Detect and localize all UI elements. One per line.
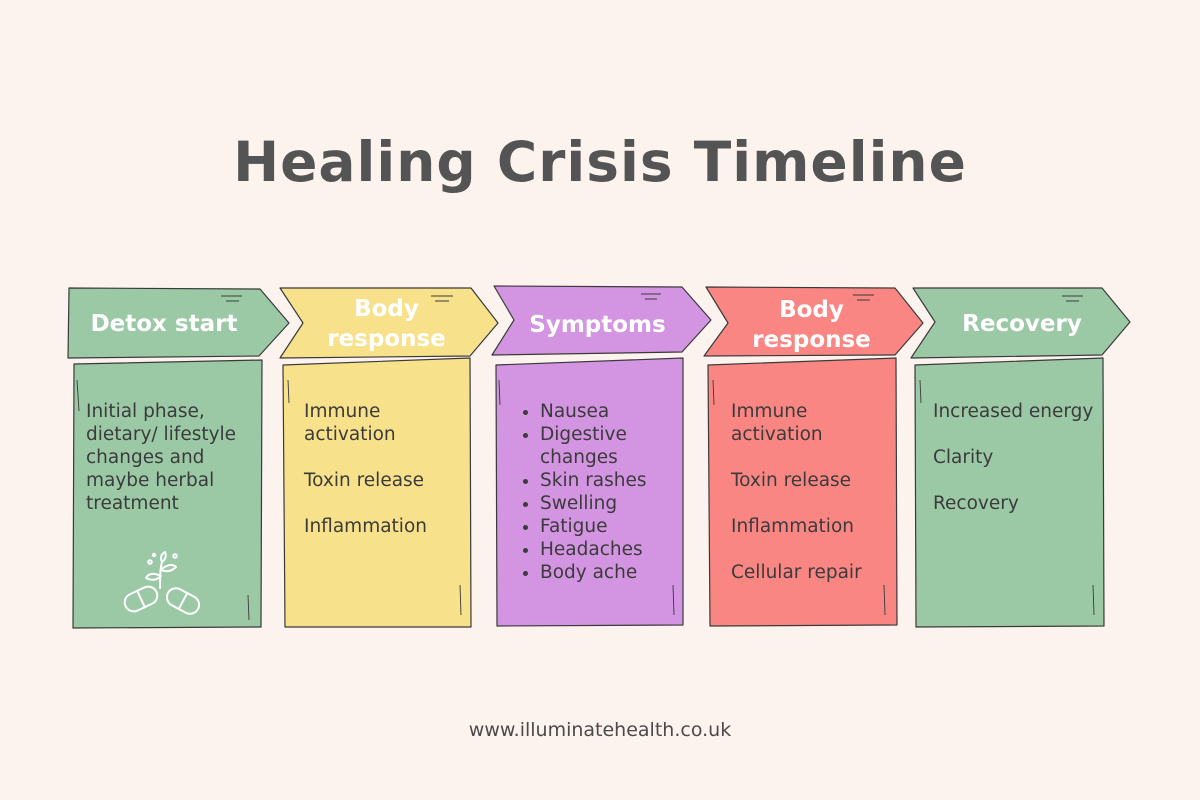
step-heading: Symptoms — [529, 312, 666, 338]
symptom-item: Nausea — [540, 400, 684, 423]
website-url: www.illuminatehealth.co.uk — [468, 719, 732, 741]
step-description: Increased energy Clarity Recovery — [933, 400, 1103, 538]
symptom-item: Fatigue — [540, 515, 684, 538]
symptom-item: Skin rashes — [540, 469, 684, 492]
step-text: Initial phase, dietary/ lifestyle change… — [86, 401, 237, 514]
step-heading: Body response — [327, 296, 446, 352]
capsules-with-leaves-icon — [123, 551, 201, 615]
symptom-item: Digestive changes — [540, 423, 684, 469]
step-item: Immune activation — [731, 401, 823, 445]
step-description: Immune activation Toxin release Inflamma… — [304, 400, 469, 561]
page-title: Healing Crisis Timeline — [233, 130, 967, 194]
step-shape — [910, 287, 1131, 628]
step-description: Immune activation Toxin release Inflamma… — [731, 400, 896, 607]
step-heading: Body response — [752, 297, 871, 353]
step-shape — [67, 287, 290, 629]
timeline-step-symptoms: Symptoms Nausea Digestive changes Skin r… — [490, 285, 718, 630]
step-item: Clarity — [933, 447, 994, 468]
step-item: Inflammation — [731, 516, 854, 537]
step-item: Inflammation — [304, 516, 427, 537]
step-item: Increased energy — [933, 401, 1094, 422]
symptom-item: Body ache — [540, 561, 684, 584]
step-item: Toxin release — [304, 470, 425, 491]
step-item: Recovery — [933, 493, 1019, 514]
step-description: Initial phase, dietary/ lifestyle change… — [86, 400, 256, 538]
timeline-step-body-response-2: Body response Immune activation Toxin re… — [703, 285, 931, 630]
symptom-item: Swelling — [540, 492, 684, 515]
timeline-step-recovery: Recovery Increased energy Clarity Recove… — [910, 285, 1138, 630]
timeline-step-detox-start: Detox start Initial phase, dietary/ life… — [66, 285, 294, 630]
step-item: Cellular repair — [731, 562, 862, 583]
step-shape — [703, 286, 924, 627]
step-item: Toxin release — [731, 470, 852, 491]
timeline-step-body-response-1: Body response Immune activation Toxin re… — [277, 285, 505, 630]
symptom-list: Nausea Digestive changes Skin rashes Swe… — [519, 400, 684, 584]
step-shape — [491, 285, 712, 627]
step-shape — [279, 287, 499, 628]
step-heading: Detox start — [90, 311, 238, 337]
step-heading: Recovery — [962, 311, 1082, 337]
step-description: Nausea Digestive changes Skin rashes Swe… — [519, 400, 684, 584]
step-item: Immune activation — [304, 401, 396, 445]
symptom-item: Headaches — [540, 538, 684, 561]
